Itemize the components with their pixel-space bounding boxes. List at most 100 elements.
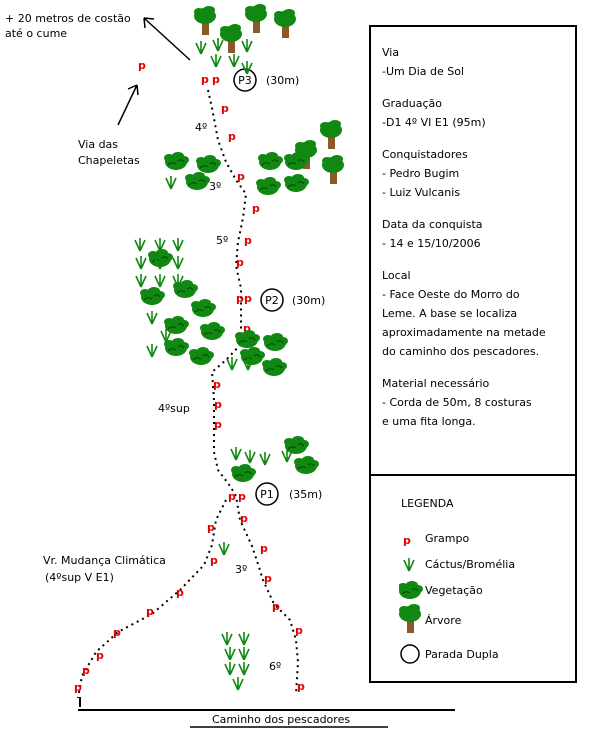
bush-icon bbox=[139, 286, 166, 306]
cactus-icon bbox=[210, 53, 222, 68]
via-value: -Um Dia de Sol bbox=[382, 65, 465, 78]
bolt-icon: p bbox=[214, 398, 222, 411]
bush-icon bbox=[188, 346, 215, 366]
bolt-icon: p bbox=[214, 418, 222, 431]
cactus-icon bbox=[224, 646, 236, 661]
station-p3: P3 (30m) bbox=[233, 68, 299, 92]
bush-icon bbox=[195, 154, 222, 174]
other-route-line-2: Chapeletas bbox=[78, 154, 140, 167]
info-panel: Via -Um Dia de Sol Graduação -D1 4º VI E… bbox=[369, 25, 577, 683]
cactus-icon bbox=[172, 237, 184, 252]
svg-text:p: p bbox=[403, 534, 411, 547]
station-p1: P1 (35m) bbox=[255, 482, 322, 506]
bolt-icon: p bbox=[272, 600, 280, 613]
station-p1-id: P1 bbox=[260, 488, 274, 501]
bolt-icon: p bbox=[260, 542, 268, 555]
grade-label: 6º bbox=[269, 660, 281, 673]
bolt-icon: p bbox=[243, 322, 251, 335]
cactus-icon bbox=[212, 37, 224, 52]
legend: LEGENDA p Grampo Cáctus/Bromélia Vegetaç… bbox=[371, 474, 575, 681]
route-line bbox=[77, 89, 300, 699]
bolt-icon: p bbox=[252, 202, 260, 215]
cactus-icon bbox=[134, 237, 146, 252]
legend-title: LEGENDA bbox=[401, 497, 454, 510]
station-p3-length: (30m) bbox=[266, 74, 299, 87]
place-line: - Face Oeste do Morro do bbox=[382, 288, 520, 301]
variant-line-2: (4ºsup V E1) bbox=[45, 571, 114, 584]
double-station-icon bbox=[260, 288, 284, 312]
bolt-icon: p bbox=[228, 490, 236, 503]
bolt-icon: p bbox=[237, 170, 245, 183]
legend-label: Vegetação bbox=[425, 584, 483, 597]
grade-label: 5º bbox=[216, 234, 228, 247]
legend-label: Grampo bbox=[425, 532, 470, 545]
bolt-icon: p bbox=[212, 73, 220, 86]
legend-label: Parada Dupla bbox=[425, 648, 499, 661]
tree-icon bbox=[220, 24, 242, 53]
gear-line: - Corda de 50m, 8 costuras bbox=[382, 396, 532, 409]
double-station-icon bbox=[400, 644, 420, 664]
grade-label: 4º bbox=[195, 121, 207, 134]
via-label: Via bbox=[382, 46, 400, 59]
bolt-icon: p bbox=[240, 512, 248, 525]
cactus-icon bbox=[195, 40, 207, 55]
grade-value: -D1 4º VI E1 (95m) bbox=[382, 116, 486, 129]
variant-line-1: Vr. Mudança Climática bbox=[43, 554, 166, 567]
top-note-arrow-icon bbox=[143, 17, 191, 61]
bolt-icon: p bbox=[264, 572, 272, 585]
cactus-icon bbox=[232, 676, 244, 691]
double-station-icon bbox=[255, 482, 279, 506]
other-route-line-1: Via das bbox=[78, 138, 118, 151]
bolt-icon: p bbox=[238, 490, 246, 503]
station-p1-length: (35m) bbox=[289, 488, 322, 501]
bolt-icon: p bbox=[221, 102, 229, 115]
bolt-icon: p bbox=[236, 292, 244, 305]
chapeletas-bolt: p bbox=[138, 59, 146, 72]
cactus-icon bbox=[228, 53, 240, 68]
bolt-icon: p bbox=[82, 664, 90, 677]
chapeletas-arrow-icon bbox=[117, 84, 139, 126]
grade-label: 4ºsup bbox=[158, 402, 190, 415]
climber-name: - Pedro Bugim bbox=[382, 167, 460, 180]
bolt-icon: p bbox=[236, 256, 244, 269]
bush-icon bbox=[163, 151, 190, 171]
tree-icon bbox=[194, 6, 216, 35]
cactus-icon bbox=[172, 255, 184, 270]
cactus-icon bbox=[165, 175, 177, 190]
bolt-icon: p bbox=[96, 649, 104, 662]
grade-label: 3º bbox=[209, 180, 221, 193]
legend-label: Cáctus/Bromélia bbox=[425, 558, 516, 571]
bolt-icon: p bbox=[113, 626, 121, 639]
bolt-icon: p bbox=[176, 586, 184, 599]
bolt-icon: p bbox=[295, 624, 303, 637]
cactus-icon bbox=[230, 446, 242, 461]
cactus-icon bbox=[238, 631, 250, 646]
bush-icon bbox=[230, 463, 257, 483]
place-line: do caminho dos pescadores. bbox=[382, 345, 540, 358]
legend-label: Árvore bbox=[425, 614, 462, 627]
cactus-icon bbox=[135, 273, 147, 288]
top-note-line-2: até o cume bbox=[5, 27, 67, 40]
cactus-icon bbox=[238, 646, 250, 661]
bolt-icon: p bbox=[228, 130, 236, 143]
cactus-icon bbox=[259, 451, 271, 466]
bolt-icon: p bbox=[207, 521, 215, 534]
bolt-icon: p bbox=[244, 292, 252, 305]
bolt-icon: p bbox=[213, 378, 221, 391]
cactus-icon bbox=[154, 237, 166, 252]
top-note-line-1: + 20 metros de costão bbox=[5, 12, 131, 25]
bolt-icon: p bbox=[201, 73, 209, 86]
climbers-label: Conquistadores bbox=[382, 148, 468, 161]
cactus-icon bbox=[146, 343, 158, 358]
bush-icon bbox=[293, 455, 320, 475]
cactus-icon bbox=[238, 661, 250, 676]
trail-label: Caminho dos pescadores bbox=[212, 713, 350, 726]
bolt-icon: p bbox=[297, 680, 305, 693]
cactus-icon bbox=[154, 273, 166, 288]
cactus-icon bbox=[146, 310, 158, 325]
tree-icon bbox=[274, 9, 296, 38]
tree-icon bbox=[245, 4, 267, 33]
bolt-icon: p bbox=[244, 234, 252, 247]
